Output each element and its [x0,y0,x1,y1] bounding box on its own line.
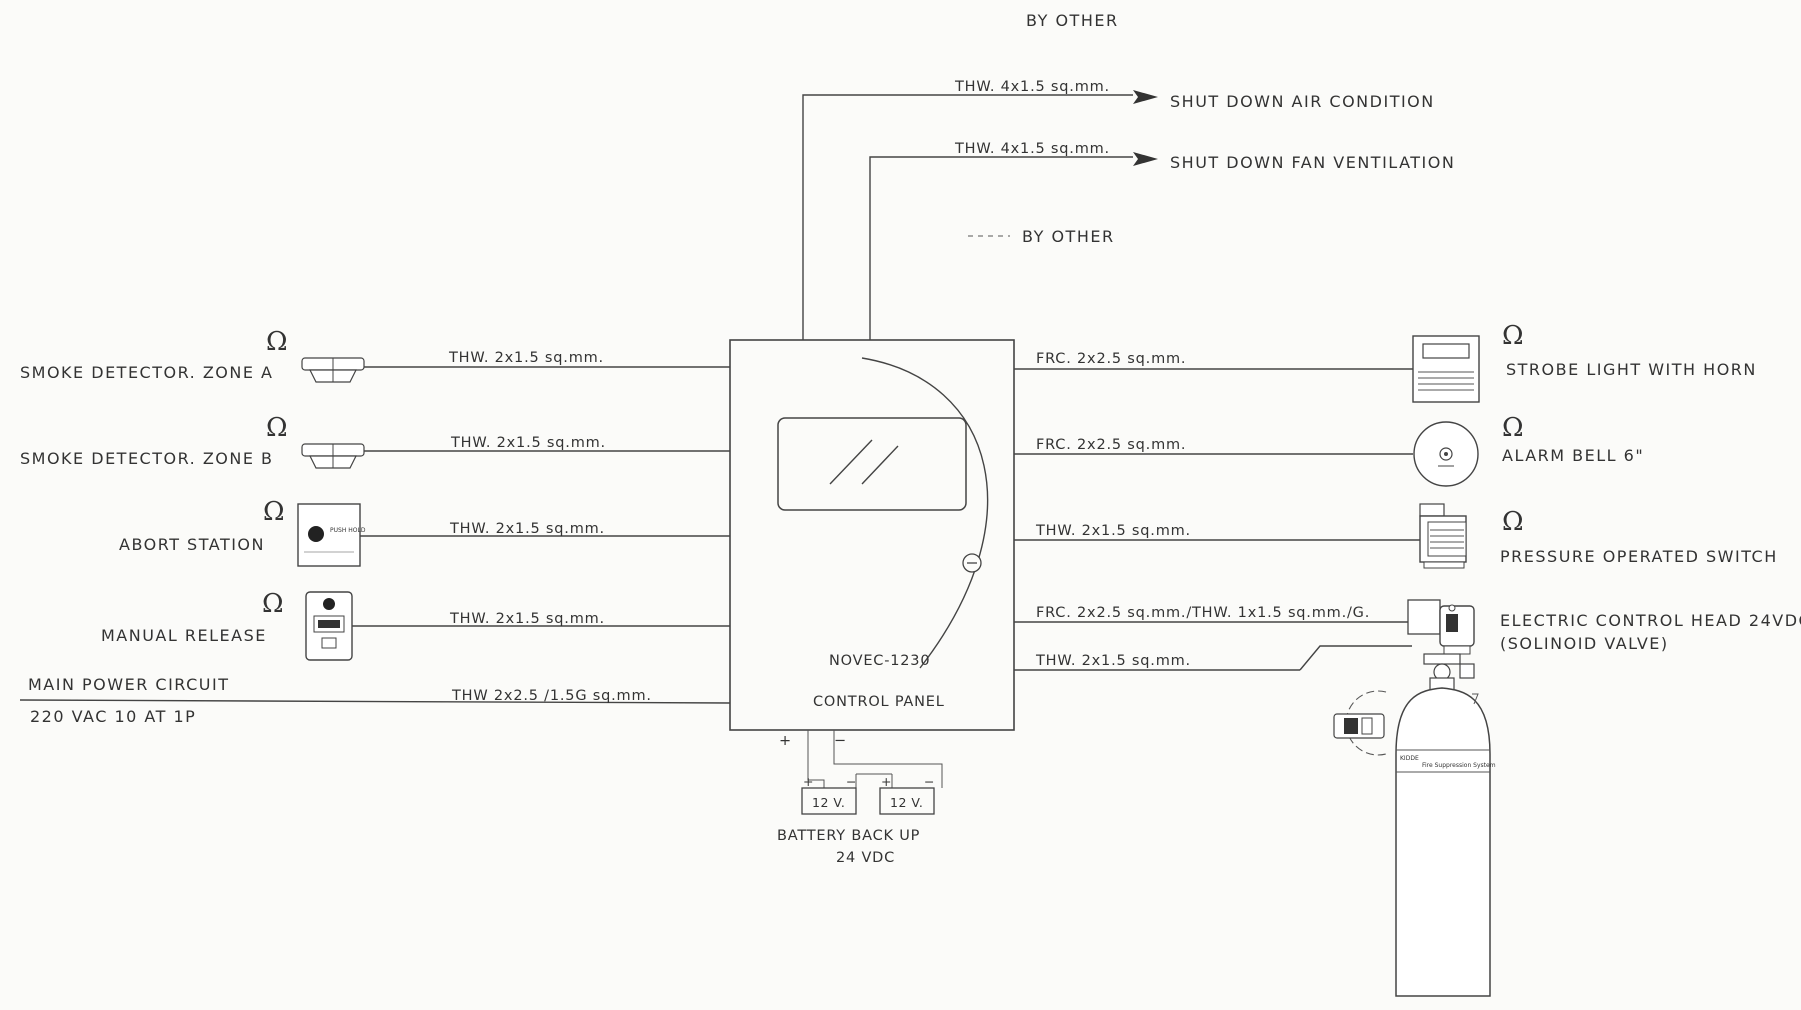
battery-cell-2 [879,787,935,815]
panel-name: CONTROL PANEL [813,694,945,710]
device-strobe-light-horn: FRC. 2x2.5 sq.mm. Ω STROBE LIGHT WITH HO… [1014,321,1757,403]
main-power-label: MAIN POWER CIRCUIT [28,675,229,694]
battery-cell-1 [801,787,857,815]
panel-model: NOVEC-1230 [829,653,930,669]
control-head-label: ELECTRIC CONTROL HEAD 24VDC [1500,611,1801,630]
arrow-icon [1133,90,1158,104]
smoke-detector-a-label: SMOKE DETECTOR. ZONE A [20,363,273,382]
main-power-circuit: MAIN POWER CIRCUIT 220 VAC 10 AT 1P THW … [19,675,731,726]
output-fan-ventilation: THW. 4x1.5 sq.mm. SHUT DOWN FAN VENTILAT… [869,141,1455,340]
input-smoke-detector-zone-b: SMOKE DETECTOR. ZONE B Ω THW. 2x1.5 sq.m… [20,413,730,469]
battery-cell-1-label: 12 V. [812,795,845,810]
end-of-line-resistor-icon: Ω [1502,413,1524,443]
control-head-label-2: (SOLINOID VALVE) [1500,634,1669,653]
battery-voltage: 24 VDC [836,850,895,866]
pressure-switch-cable: THW. 2x1.5 sq.mm. [1035,523,1191,539]
pressure-switch-label: PRESSURE OPERATED SWITCH [1500,547,1778,566]
panel-display-window [777,417,967,511]
cylinder-switch-cable: THW. 2x1.5 sq.mm. [1035,653,1191,669]
strobe-light-icon [1412,335,1480,403]
panel-plus-terminal: + [779,733,792,749]
alarm-bell-icon [1413,421,1479,487]
manual-release-cable: THW. 2x1.5 sq.mm. [449,611,605,627]
output-fan-label: SHUT DOWN FAN VENTILATION [1170,153,1455,172]
battery-backup: 12 V. 12 V. + − + − BATTERY BACK UP 24 V… [777,730,943,866]
manual-release-icon [305,591,353,661]
battery-cell-2-label: 12 V. [890,795,923,810]
input-abort-station: ABORT STATION Ω PUSH HOLD THW. 2x1.5 sq.… [119,497,730,567]
smoke-detector-b-cable: THW. 2x1.5 sq.mm. [450,435,606,451]
output-air-condition: THW. 4x1.5 sq.mm. SHUT DOWN AIR CONDITIO… [802,79,1435,340]
main-power-spec: 220 VAC 10 AT 1P [30,707,196,726]
device-alarm-bell: FRC. 2x2.5 sq.mm. Ω ALARM BELL 6" [1014,413,1644,487]
strobe-cable: FRC. 2x2.5 sq.mm. [1036,351,1186,367]
end-of-line-resistor-icon: Ω [266,413,288,443]
window-glare [829,439,873,485]
battery-plus-1: + [803,774,814,789]
panel-minus-terminal: − [834,733,847,749]
end-of-line-resistor-icon: Ω [1502,321,1524,351]
device-electric-control-head: FRC. 2x2.5 sq.mm./THW. 1x1.5 sq.mm./G. E… [1014,599,1801,655]
abort-station-text: PUSH HOLD [330,527,366,534]
pressure-switch-icon [1419,503,1467,569]
by-other-top-label: BY OTHER [1026,11,1119,30]
alarm-bell-label: ALARM BELL 6" [1502,446,1644,465]
output-air-cable: THW. 4x1.5 sq.mm. [954,79,1110,95]
battery-minus-1: − [846,774,857,789]
abort-station-icon: PUSH HOLD [297,503,366,567]
panel-door-arc [861,357,989,669]
cylinder-brand: KIDDE [1400,755,1419,762]
input-smoke-detector-zone-a: SMOKE DETECTOR. ZONE A Ω THW. 2x1.5 sq.m… [20,327,730,383]
manual-release-label: MANUAL RELEASE [101,626,267,645]
strobe-label: STROBE LIGHT WITH HORN [1506,360,1757,379]
control-head-cable: FRC. 2x2.5 sq.mm./THW. 1x1.5 sq.mm./G. [1036,605,1370,621]
end-of-line-resistor-icon: Ω [263,497,285,527]
manual-actuator-icon [1333,713,1385,739]
smoke-detector-b-label: SMOKE DETECTOR. ZONE B [20,449,274,468]
smoke-detector-icon [301,443,365,469]
input-manual-release: MANUAL RELEASE Ω THW. 2x1.5 sq.mm. [101,589,730,661]
end-of-line-resistor-icon: Ω [262,589,284,619]
smoke-detector-a-cable: THW. 2x1.5 sq.mm. [448,350,604,366]
abort-station-cable: THW. 2x1.5 sq.mm. [449,521,605,537]
end-of-line-resistor-icon: Ω [1502,507,1524,537]
device-pressure-switch-line: THW. 2x1.5 sq.mm. [1014,645,1412,671]
battery-label: BATTERY BACK UP [777,828,920,844]
output-fan-cable: THW. 4x1.5 sq.mm. [954,141,1110,157]
smoke-detector-icon [301,357,365,383]
end-of-line-resistor-icon: Ω [266,327,288,357]
suppression-cylinder: KIDDE Fire Suppression System [1333,653,1496,997]
device-pressure-operated-switch: THW. 2x1.5 sq.mm. Ω PRESSURE OPERATED SW… [1014,503,1778,569]
control-panel: NOVEC-1230 CONTROL PANEL + − [729,339,1015,749]
abort-station-label: ABORT STATION [119,535,265,554]
main-power-cable: THW 2x2.5 /1.5G sq.mm. [451,688,652,704]
alarm-bell-cable: FRC. 2x2.5 sq.mm. [1036,437,1186,453]
battery-plus-2: + [881,774,892,789]
battery-minus-2: − [924,774,935,789]
arrow-icon [1133,152,1158,166]
solenoid-valve-icon [1407,599,1475,655]
output-air-label: SHUT DOWN AIR CONDITION [1170,92,1435,111]
cylinder-text: Fire Suppression System [1422,762,1496,769]
by-other-mid-label: BY OTHER [1022,227,1115,246]
window-glare [861,445,899,485]
